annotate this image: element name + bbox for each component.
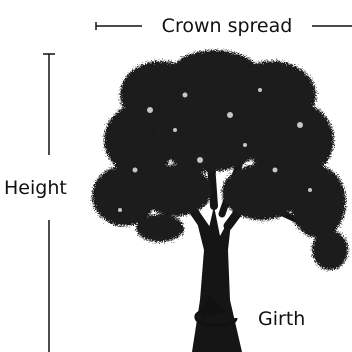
tree-trunk: [192, 206, 242, 352]
crown-spread-dimension: Crown spread: [96, 15, 352, 37]
height-dimension: Height: [4, 54, 67, 352]
height-label: Height: [4, 177, 67, 199]
girth-label: Girth: [258, 308, 305, 330]
crown-spread-label: Crown spread: [162, 15, 293, 37]
tree-icon: [92, 50, 348, 352]
